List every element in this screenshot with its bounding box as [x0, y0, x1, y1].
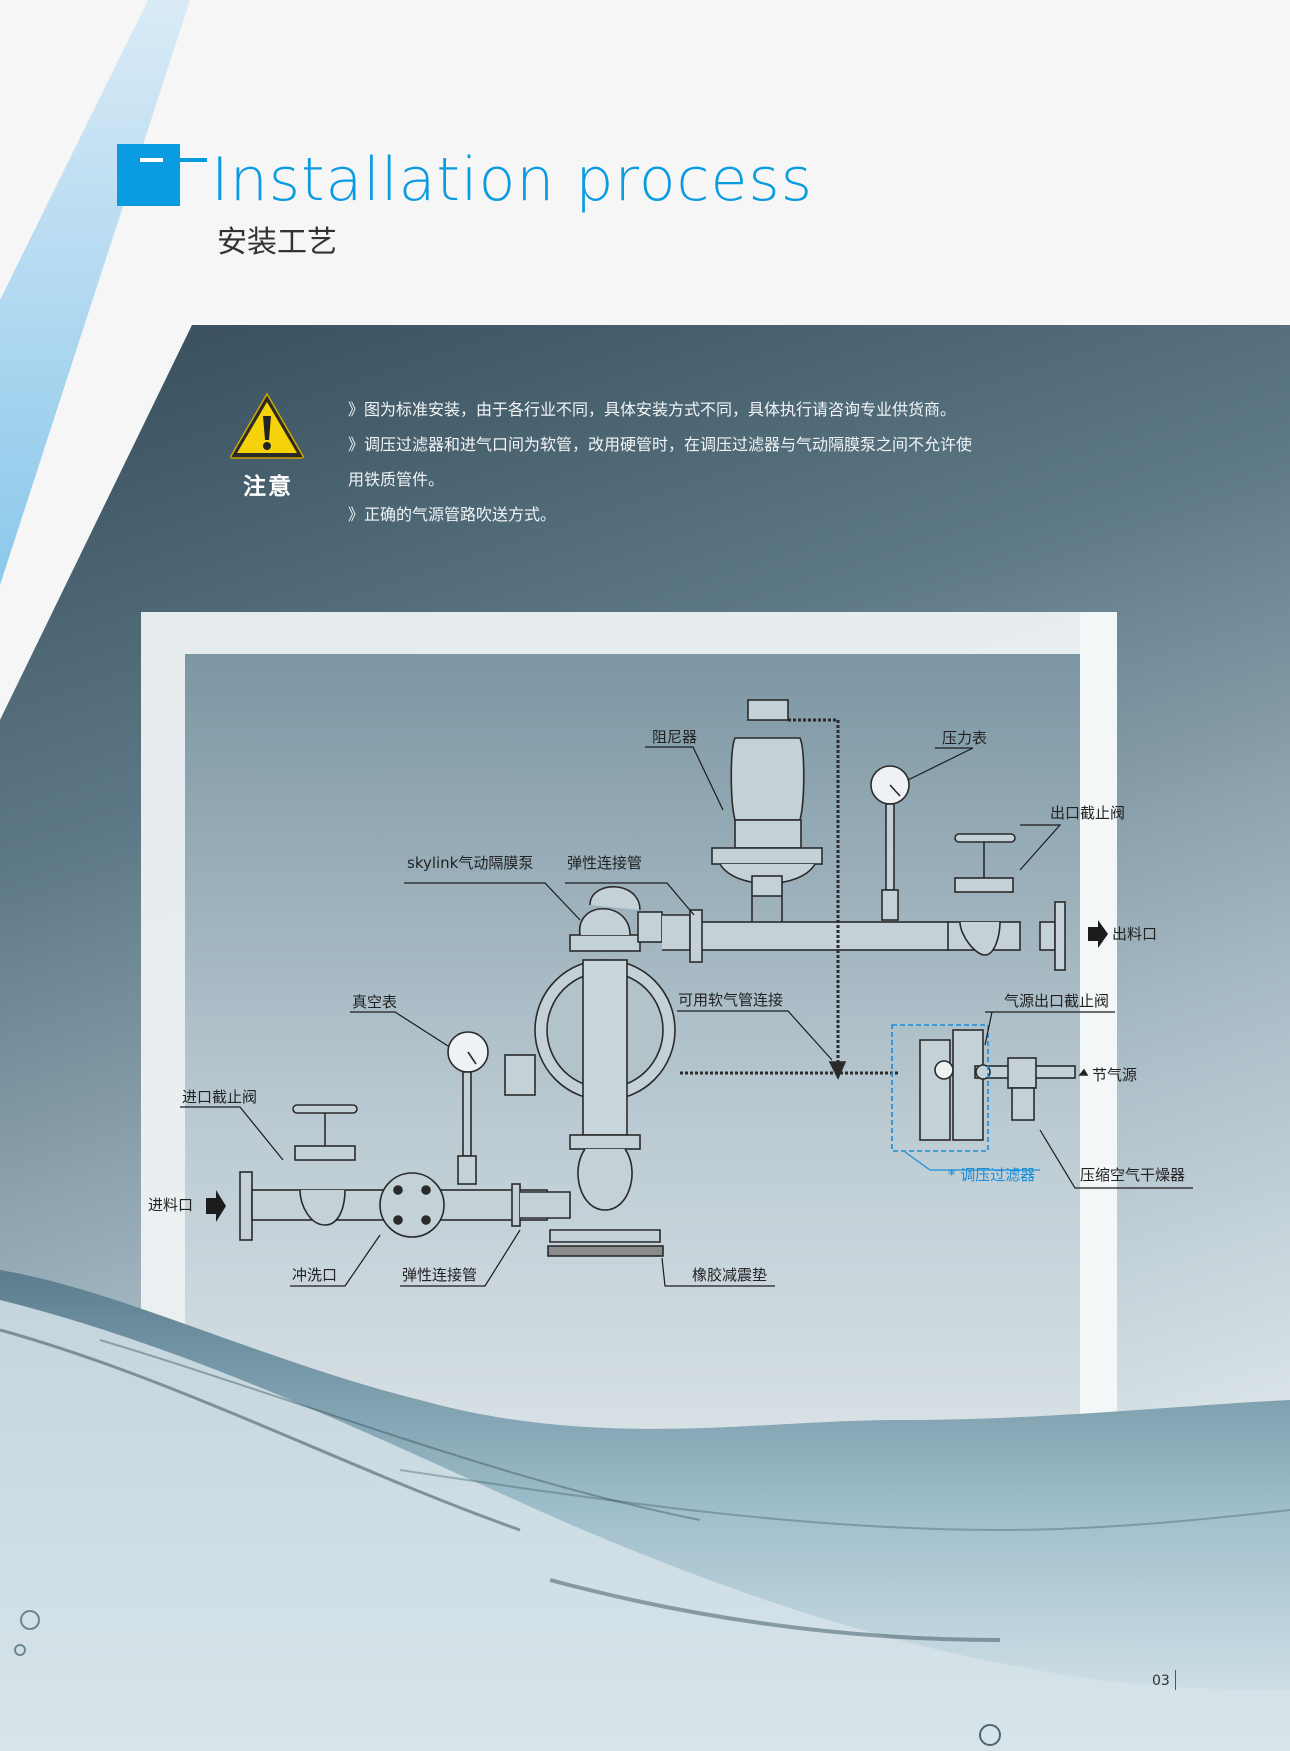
header-accent-line-white — [140, 158, 163, 162]
label-flush-port: 冲洗口 — [292, 1266, 338, 1284]
header-accent-line — [163, 158, 207, 162]
notice-line: 》正确的气源管路吹送方式。 — [348, 505, 557, 524]
label-flex-pipe-top: 弹性连接管 — [567, 854, 643, 872]
header-accent-block — [117, 144, 180, 206]
page-number-divider — [1175, 1670, 1176, 1690]
page-title: Installation process — [211, 145, 813, 215]
notice-line: 》调压过滤器和进气口间为软管，改用硬管时，在调压过滤器与气动隔膜泵之间不允许使 — [348, 435, 973, 454]
label-vacuum-gauge: 真空表 — [352, 993, 398, 1011]
notice-line: 》图为标准安装，由于各行业不同，具体安装方式不同，具体执行请咨询专业供货商。 — [348, 400, 957, 419]
label-flex-pipe-bottom: 弹性连接管 — [402, 1266, 478, 1284]
notice-line: 用铁质管件。 — [348, 470, 445, 489]
label-outlet-valve: 出口截止阀 — [1050, 804, 1126, 822]
warning-triangle-icon — [230, 392, 304, 459]
page-number: 03 — [1152, 1673, 1170, 1689]
label-inlet-valve: 进口截止阀 — [182, 1088, 258, 1106]
label-soft-air-hose: 可用软气管连接 — [678, 991, 784, 1009]
label-rubber-pad: 橡胶减震垫 — [692, 1266, 768, 1284]
label-inlet: 进料口 — [148, 1196, 194, 1214]
label-air-outlet-valve: 气源出口截止阀 — [1004, 992, 1110, 1010]
notice-label: 注意 — [243, 474, 293, 500]
label-regulator-filter: * 调压过滤器 — [948, 1166, 1036, 1184]
label-outlet: 出料口 — [1112, 925, 1158, 943]
label-damper: 阻尼器 — [652, 728, 698, 746]
notice-text: 》图为标准安装，由于各行业不同，具体安装方式不同，具体执行请咨询专业供货商。 》… — [348, 392, 1068, 532]
label-pump: skylink气动隔膜泵 — [407, 854, 534, 872]
page-subtitle: 安装工艺 — [217, 225, 337, 260]
label-pressure-gauge: 压力表 — [942, 729, 988, 747]
label-air-dryer: 压缩空气干燥器 — [1080, 1166, 1186, 1184]
label-air-source: 节气源 — [1092, 1066, 1138, 1084]
